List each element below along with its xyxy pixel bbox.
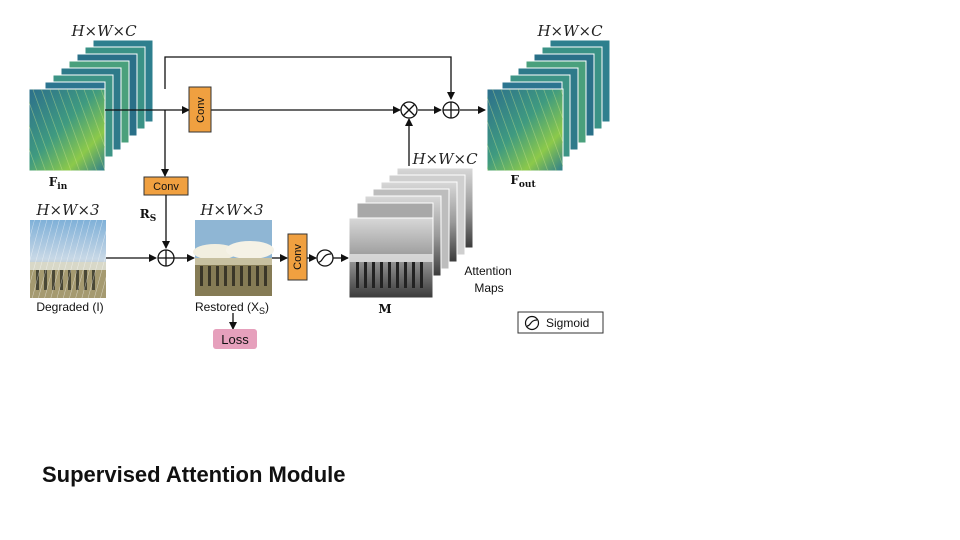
input-feature-label: Fin bbox=[49, 175, 68, 192]
restored-label: Restored (XS) bbox=[195, 300, 269, 316]
skip-connection-arrow bbox=[164, 56, 455, 100]
degraded-image bbox=[30, 220, 106, 298]
conv-block-top bbox=[188, 86, 212, 133]
output-feature-label: Fout bbox=[510, 173, 536, 190]
attention-maps-label-line1: Attention bbox=[464, 264, 511, 278]
residual-label: RS bbox=[140, 207, 156, 224]
conv-block-bottom-label: Conv bbox=[292, 244, 304, 270]
conv-block-mid-label: Conv bbox=[153, 181, 179, 193]
loss-label: Loss bbox=[221, 332, 249, 347]
input-dims-label: H×W×C bbox=[70, 22, 137, 40]
attention-maps-label-line2: Maps bbox=[474, 281, 503, 295]
restored-dims-label: H×W×3 bbox=[199, 201, 263, 219]
degraded-dims-label: H×W×3 bbox=[35, 201, 99, 219]
slide-title: Supervised Attention Module bbox=[42, 462, 346, 487]
multiply-node bbox=[400, 101, 418, 119]
degraded-label: Degraded (I) bbox=[36, 300, 103, 314]
add-node-bottom bbox=[157, 249, 175, 267]
attention-dims-label: H×W×C bbox=[411, 150, 478, 168]
restored-image bbox=[193, 220, 274, 296]
conv-block-bottom bbox=[287, 233, 308, 281]
add-node-top bbox=[442, 101, 460, 119]
input-feature-stack bbox=[28, 39, 154, 172]
sigmoid-legend-icon bbox=[524, 315, 540, 331]
output-dims-label: H×W×C bbox=[536, 22, 603, 40]
output-feature-stack bbox=[486, 39, 611, 172]
sigmoid-icon bbox=[316, 249, 334, 267]
attention-maps-stack bbox=[348, 167, 474, 299]
sigmoid-legend-label: Sigmoid bbox=[546, 316, 589, 330]
mask-label: M bbox=[378, 302, 391, 316]
sigmoid-legend: Sigmoid bbox=[517, 311, 604, 334]
conv-block-top-label: Conv bbox=[195, 97, 207, 123]
loss-box bbox=[213, 329, 257, 349]
